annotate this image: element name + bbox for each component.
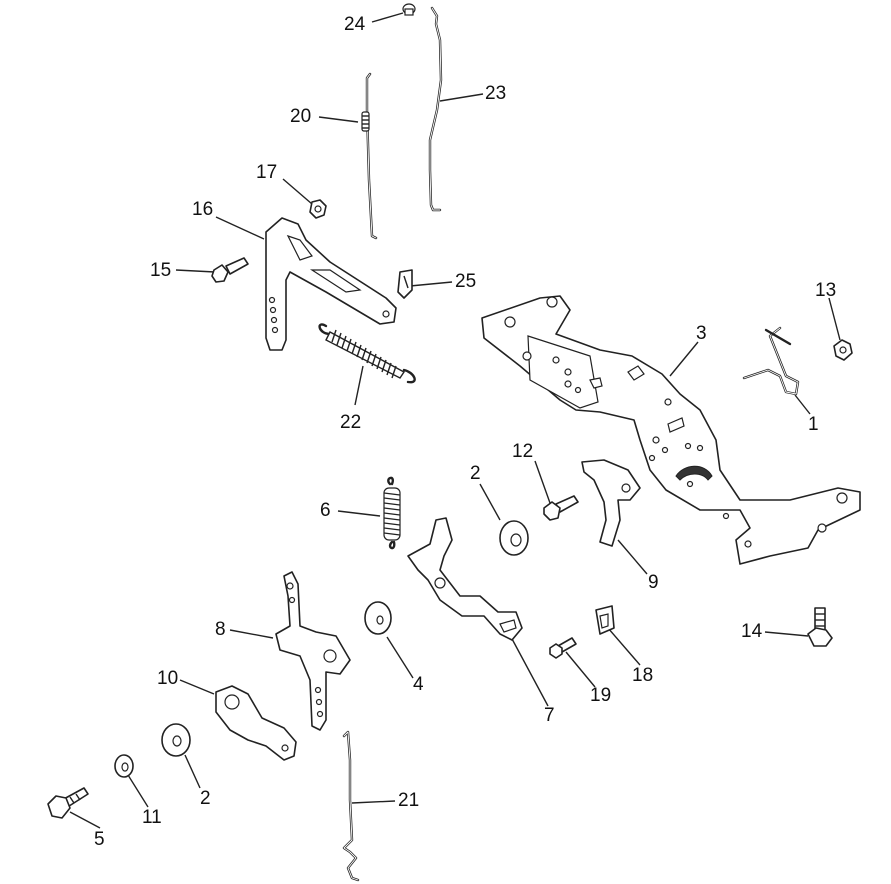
part-22-spring [318,323,416,384]
callout-11: 11 [142,807,162,828]
part-15-screw [211,257,249,283]
part-1-torsion-spring [742,326,800,396]
part-10-link [215,685,297,761]
callout-19: 19 [590,685,612,706]
part-2-washer-upper [499,520,529,556]
callout-9: 9 [648,572,659,593]
callout-25: 25 [455,271,477,292]
part-17-nut [309,199,327,219]
part-4-washer [364,601,392,635]
part-14-bolt [807,607,833,647]
part-2-washer-lower [161,723,191,757]
part-12-screw [543,495,579,521]
callout-7: 7 [544,705,555,726]
callout-24: 24 [344,14,366,35]
part-24-cap [402,3,416,16]
callout-20: 20 [290,106,312,127]
callout-12: 12 [512,441,534,462]
callout-21: 21 [398,790,420,811]
part-7-lever [407,517,523,641]
part-11-washer [114,754,134,778]
part-20-rod [361,72,378,240]
part-25-clip [397,269,413,299]
part-23-rod [428,6,443,212]
part-8-bracket [275,571,351,731]
part-9-lever [581,459,641,547]
callout-5: 5 [94,829,105,850]
callout-13: 13 [815,280,837,301]
callout-17: 17 [256,162,278,183]
part-18-clip [595,605,615,635]
callout-15: 15 [150,260,172,281]
callout-23: 23 [485,83,507,104]
part-13-nut [833,339,853,361]
callout-4: 4 [413,674,424,695]
part-6-spring [383,476,401,550]
part-16-bracket [265,217,397,351]
callout-22: 22 [340,412,362,433]
part-3-control-plate [481,295,861,565]
callout-8: 8 [215,619,226,640]
leader-lines [69,12,841,829]
callout-14: 14 [741,621,763,642]
callout-6: 6 [320,500,331,521]
part-5-bolt [47,787,89,819]
part-19-screw [549,637,577,659]
callout-10: 10 [157,668,179,689]
callout-18: 18 [632,665,654,686]
callout-1: 1 [808,414,819,435]
callout-3: 3 [696,323,707,344]
callout-2: 2 [200,788,211,809]
part-21-rod [342,730,360,882]
callout-16: 16 [192,199,214,220]
callout-2: 2 [470,463,481,484]
